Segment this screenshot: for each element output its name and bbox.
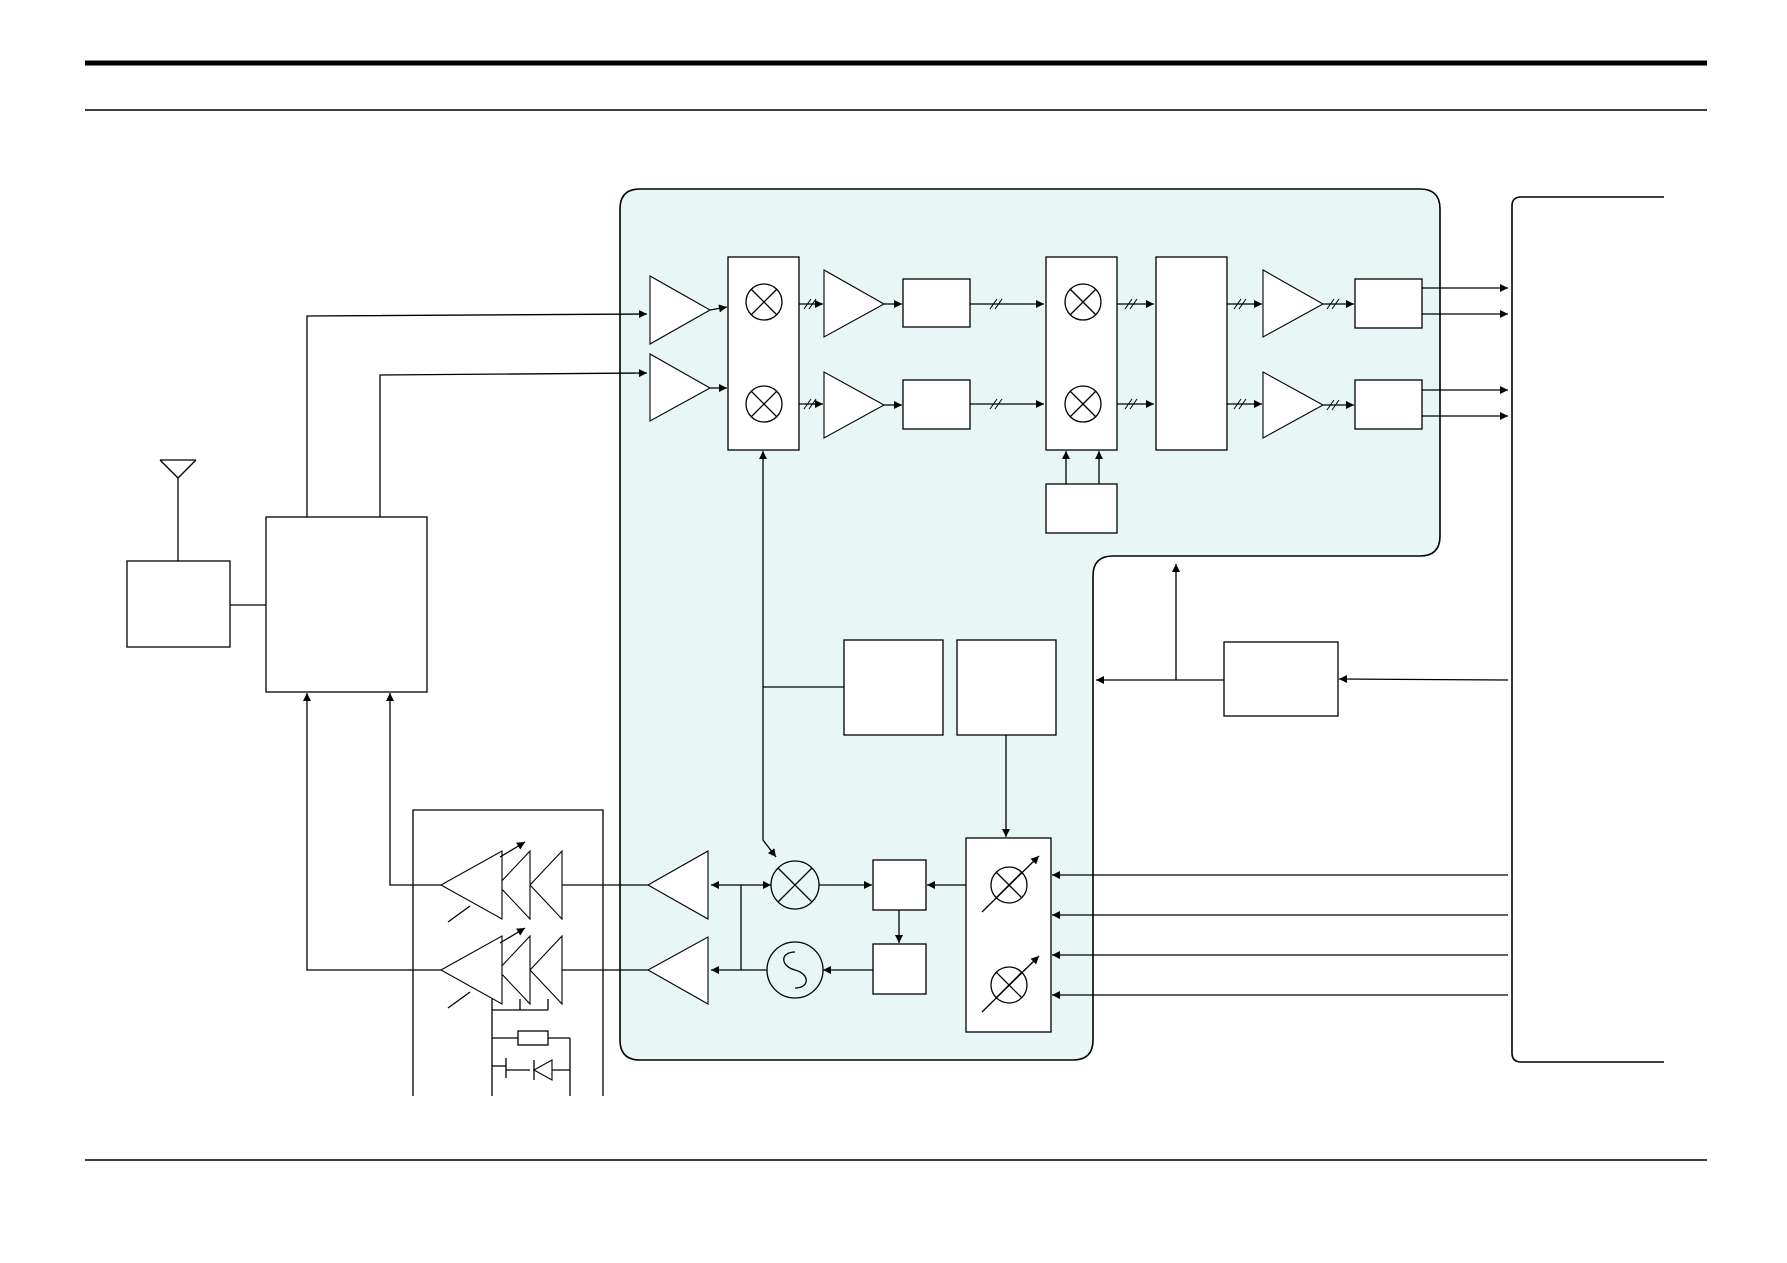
- tx-section: [646, 837, 1508, 1033]
- tx-phase-detector-block: [872, 859, 927, 911]
- control-interface-block: [1223, 641, 1339, 717]
- rx-iq-lines-2: [1117, 298, 1154, 410]
- pa-module-outline: [412, 809, 604, 1096]
- rx-filters-1: [902, 278, 1044, 430]
- rx-iq-lines-1: [799, 298, 823, 410]
- tx-driver-1-amplifier-icon: [646, 850, 709, 920]
- amplifier-triangle-icon: [823, 371, 886, 439]
- mixer-cross-circle-icon: [1064, 283, 1102, 321]
- mixer-cross-circle-icon: [745, 283, 783, 321]
- lna-1-amplifier-icon: [649, 275, 712, 345]
- duplexer-filter-block: [265, 516, 428, 693]
- amplifier-triangle-icon: [1262, 269, 1325, 338]
- pa-stage-amplifier-icon: [439, 850, 503, 920]
- pa-stage-amplifier-icon: [529, 934, 563, 1006]
- rx-input-lines: [306, 310, 648, 517]
- lo-distribution: [759, 451, 844, 858]
- lna-2-amplifier-icon: [649, 353, 712, 422]
- lo-divider-block: [1045, 483, 1118, 534]
- lna-stage: [649, 275, 728, 422]
- rx-filter-i-block: [902, 278, 971, 328]
- rx-mixer-block: [727, 256, 800, 451]
- baseband-processor-outline: [1511, 196, 1664, 1063]
- variable-mixer-icon: [981, 855, 1040, 913]
- rx-output-q-block: [1354, 379, 1423, 430]
- transistor-icon: [492, 1058, 530, 1078]
- mixer-cross-circle-icon: [745, 385, 783, 423]
- vector-modulator-block: [965, 837, 1052, 1033]
- antenna-icon: [159, 459, 197, 561]
- rx-output-buffers: [1354, 278, 1508, 430]
- resistor-icon: [517, 1030, 549, 1046]
- synthesizer-block: [843, 639, 944, 736]
- rx-baseband-amps-1: [823, 269, 902, 439]
- pa-stage-amplifier-icon: [497, 849, 531, 921]
- diode-icon: [532, 1059, 570, 1081]
- amplifier-triangle-icon: [823, 269, 886, 338]
- control-interface: [1096, 564, 1509, 717]
- pa-stage-amplifier-icon: [439, 935, 503, 1005]
- antenna-section: [126, 459, 428, 693]
- tx-loop-filter-block: [872, 943, 927, 995]
- pa-stage-amplifier-icon: [497, 934, 531, 1006]
- rx-iq-lines-3: [1227, 298, 1262, 410]
- antenna-switch-block: [126, 560, 231, 648]
- pa-bias-circuit: [491, 999, 571, 1096]
- mixer-cross-circle-icon: [1064, 385, 1102, 423]
- rx-mixer-block-2: [1045, 256, 1118, 534]
- channel-filter-block: [1155, 256, 1228, 451]
- tx-driver-2-amplifier-icon: [646, 936, 709, 1005]
- page-rules: [85, 60, 1707, 1161]
- amplifier-triangle-icon: [1262, 371, 1325, 439]
- pll-block: [956, 639, 1057, 736]
- variable-mixer-icon: [981, 955, 1040, 1013]
- rx-output-amps: [1262, 269, 1354, 439]
- power-amplifier-module: [303, 693, 648, 1096]
- rx-output-i-block: [1354, 278, 1423, 329]
- pa-stage-amplifier-icon: [529, 849, 563, 921]
- rx-filter-q-block: [902, 379, 971, 430]
